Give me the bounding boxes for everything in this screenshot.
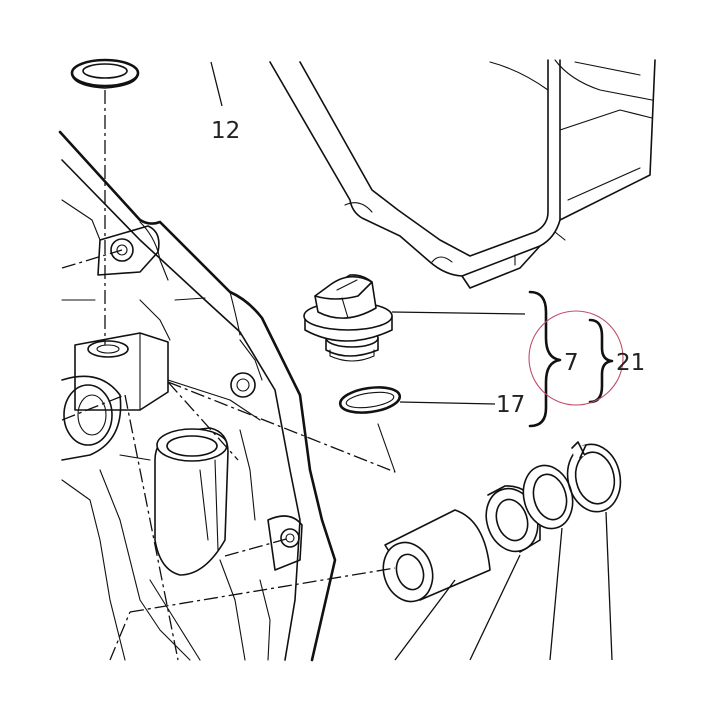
oil-pan [269, 59, 656, 289]
leader-snap-ring [605, 511, 613, 661]
callout-21: 21 [616, 350, 645, 376]
assembly-centerlines [61, 90, 396, 661]
callout-17: 17 [496, 392, 525, 418]
brace-group-21 [588, 318, 614, 404]
sleeve [382, 509, 491, 603]
leader-washer [549, 527, 563, 661]
leader-bushing [469, 554, 521, 661]
leader-12 [210, 61, 223, 107]
top-washer [70, 58, 140, 89]
callout-7: 7 [564, 350, 579, 376]
snap-ring [566, 441, 622, 513]
brace-group-7 [528, 290, 562, 428]
o-ring [338, 386, 402, 414]
highlight-circle [528, 310, 624, 406]
leader-7 [391, 311, 526, 315]
leader-sleeve [394, 579, 456, 661]
leader-17 [399, 401, 496, 405]
drain-plug [303, 274, 393, 362]
callout-12: 12 [211, 118, 240, 144]
leader-lines [210, 61, 613, 661]
crankcase-housing [58, 130, 337, 662]
